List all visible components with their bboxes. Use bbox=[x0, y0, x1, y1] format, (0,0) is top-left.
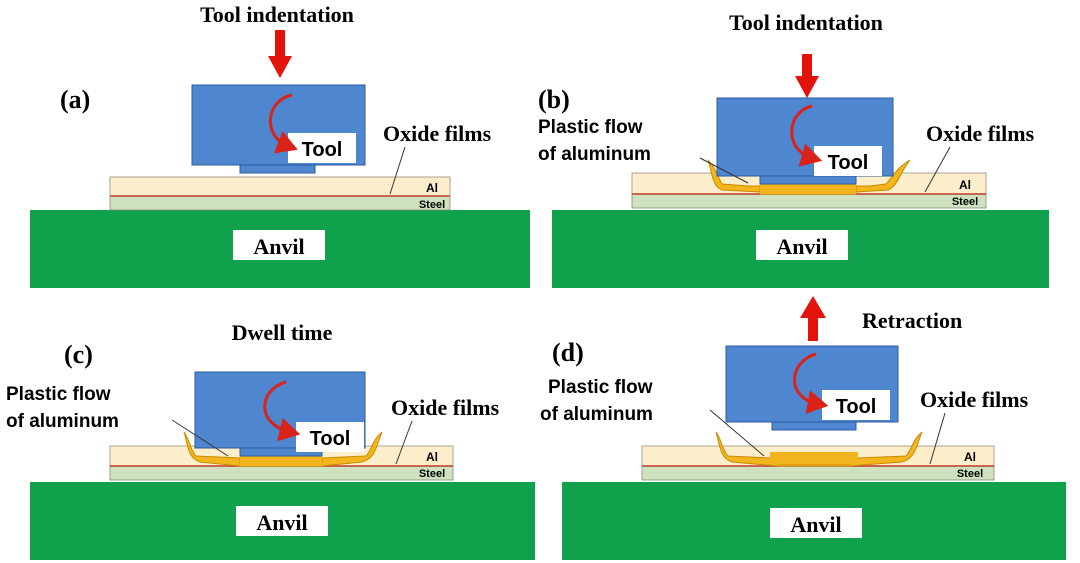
anvil-label: Anvil bbox=[256, 510, 307, 535]
retraction-arrow-icon bbox=[800, 296, 826, 318]
plastic-flow-label-2: of aluminum bbox=[538, 144, 651, 165]
tool-label: Tool bbox=[302, 139, 343, 161]
panel-caption: Tool indentation bbox=[200, 2, 354, 27]
plastic-flow-region bbox=[715, 431, 923, 467]
anvil-label-box bbox=[756, 230, 848, 260]
tool-label: Tool bbox=[828, 152, 869, 174]
panel-letter: (c) bbox=[64, 340, 93, 369]
steel-sheet bbox=[109, 195, 451, 211]
steel-sheet bbox=[109, 465, 454, 481]
tool-label: Tool bbox=[310, 428, 351, 450]
tool-label: Tool bbox=[836, 396, 877, 418]
oxide-pointer-line bbox=[395, 420, 413, 465]
panel-d: Anvil Al Steel Tool Retraction (d) Plast… bbox=[540, 296, 1066, 560]
al-label: Al bbox=[964, 450, 976, 464]
steel-label: Steel bbox=[419, 199, 445, 211]
anvil-label-box bbox=[770, 508, 862, 538]
tool-pin bbox=[759, 175, 857, 185]
panel-caption: Tool indentation bbox=[729, 10, 883, 35]
tool-label-box bbox=[822, 390, 890, 420]
tool-label-box bbox=[296, 422, 364, 452]
plastic-flow-label-2: of aluminum bbox=[540, 404, 653, 425]
oxide-films-label: Oxide films bbox=[926, 121, 1035, 146]
panel-caption: Dwell time bbox=[232, 320, 333, 345]
flow-under-pin bbox=[240, 456, 322, 466]
oxide-films-label: Oxide films bbox=[920, 387, 1029, 412]
panel-letter: (b) bbox=[538, 85, 570, 114]
oxide-films-label: Oxide films bbox=[383, 121, 492, 146]
oxide-films-label: Oxide films bbox=[391, 395, 500, 420]
tool-label-box bbox=[814, 146, 882, 176]
anvil-label: Anvil bbox=[253, 234, 304, 259]
rotation-arrow-icon bbox=[793, 352, 829, 414]
rotation-arrow-icon bbox=[790, 104, 823, 167]
tool-label-box bbox=[288, 133, 356, 163]
plastic-flow-label-1: Plastic flow bbox=[538, 117, 643, 138]
anvil-label-box bbox=[233, 230, 325, 260]
panel-b: Anvil Al Steel Tool Tool indentation (b)… bbox=[538, 10, 1049, 288]
plastic-flow-label-1: Plastic flow bbox=[548, 377, 653, 398]
steel-label: Steel bbox=[419, 468, 445, 480]
indentation-arrow-shaft bbox=[802, 54, 812, 78]
indentation-arrow-shaft bbox=[275, 30, 285, 58]
steel-label: Steel bbox=[952, 196, 978, 208]
flow-under-pin bbox=[760, 184, 856, 194]
al-label: Al bbox=[426, 181, 438, 195]
plastic-flow-label-2: of aluminum bbox=[6, 411, 119, 432]
plastic-flow-region bbox=[707, 159, 911, 195]
oxide-pointer-line bbox=[924, 146, 951, 193]
anvil-label-box bbox=[236, 506, 328, 536]
anvil-label: Anvil bbox=[790, 512, 841, 537]
panel-a: Anvil Al Steel Tool Tool indentation (a)… bbox=[30, 2, 530, 288]
al-label: Al bbox=[426, 450, 438, 464]
steel-label: Steel bbox=[957, 468, 983, 480]
tool-pin bbox=[239, 164, 316, 174]
indentation-arrow-icon bbox=[795, 76, 819, 98]
indentation-arrow-icon bbox=[268, 56, 292, 78]
oxide-pointer-line bbox=[929, 412, 946, 465]
al-sheet bbox=[109, 176, 451, 197]
flow-pointer-line bbox=[171, 419, 229, 457]
flow-under-pin bbox=[770, 452, 858, 464]
tool-pin bbox=[771, 421, 857, 431]
al-label: Al bbox=[959, 178, 971, 192]
rotation-arrow-icon bbox=[263, 380, 301, 442]
plastic-flow-label-1: Plastic flow bbox=[6, 384, 111, 405]
retraction-arrow-shaft bbox=[808, 317, 818, 341]
panel-caption: Retraction bbox=[862, 308, 962, 333]
flow-pointer-line bbox=[699, 157, 749, 184]
oxide-pointer-line bbox=[389, 146, 406, 195]
rotation-arrow-icon bbox=[269, 93, 298, 154]
panel-letter: (a) bbox=[60, 85, 90, 114]
steel-sheet bbox=[631, 193, 987, 209]
panel-c: Anvil Al Steel Tool Dwell time (c) Plast… bbox=[6, 320, 535, 560]
anvil-label: Anvil bbox=[776, 234, 827, 259]
steel-sheet bbox=[641, 465, 995, 481]
panel-letter: (d) bbox=[552, 338, 584, 367]
plastic-flow-region bbox=[183, 431, 383, 467]
flow-pointer-line bbox=[709, 409, 765, 457]
